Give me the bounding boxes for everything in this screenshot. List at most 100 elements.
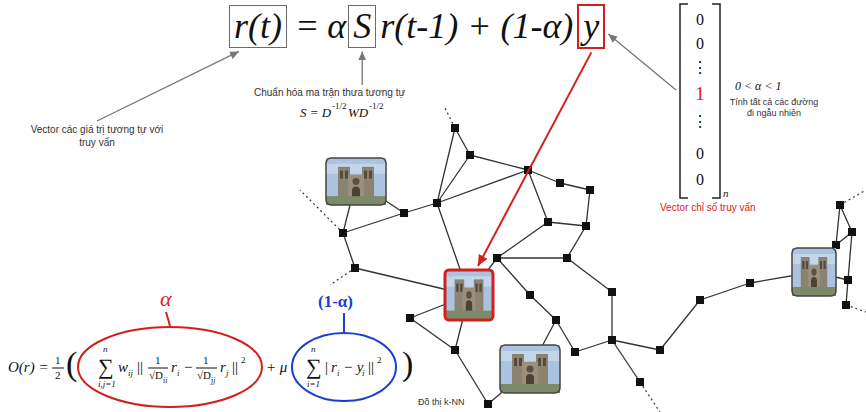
formula-term: ∑ bbox=[98, 356, 114, 378]
graph-edge bbox=[567, 258, 612, 292]
image-tiles bbox=[326, 158, 836, 393]
graph-edge bbox=[586, 190, 590, 226]
formula-symbol: y bbox=[583, 6, 599, 47]
graph-vertex bbox=[608, 288, 616, 296]
vector-entry: 0 bbox=[680, 12, 720, 28]
query-photo bbox=[445, 270, 493, 320]
formula-term: 1 bbox=[203, 355, 209, 366]
annotation: Vector chỉ số truy vấn bbox=[660, 203, 756, 213]
graph-edge bbox=[455, 350, 488, 404]
annotation: Tính tất cả các đường đi ngẫu nhiên bbox=[728, 97, 820, 120]
right-bracket bbox=[712, 4, 720, 198]
vector-brackets bbox=[680, 4, 720, 198]
alpha-ellipse bbox=[78, 327, 262, 407]
photo-frame bbox=[326, 158, 386, 205]
graph-edge bbox=[528, 170, 548, 222]
formula-term: ii bbox=[163, 377, 167, 385]
formula-term: || bbox=[137, 360, 143, 375]
vector-entry: 0 bbox=[680, 146, 720, 162]
formula-term: 1 bbox=[55, 355, 61, 366]
graph-edge bbox=[470, 155, 528, 170]
formula-term: 2 bbox=[241, 356, 246, 365]
graph-vertex bbox=[844, 276, 852, 284]
formula-term: − y bbox=[343, 360, 364, 375]
graph-vertex bbox=[696, 296, 704, 304]
graph-edge bbox=[343, 233, 355, 268]
formula-term: r bbox=[220, 360, 226, 375]
formula-term: √D bbox=[197, 370, 211, 381]
vector-size: n bbox=[723, 188, 729, 199]
fraction-bar bbox=[52, 368, 64, 369]
alpha-range: 0 < α < 1 bbox=[735, 80, 782, 92]
graph-edge bbox=[836, 205, 840, 245]
formula-symbol: S bbox=[353, 6, 371, 47]
formula-term: jj bbox=[211, 377, 215, 385]
graph-vertex bbox=[466, 151, 474, 159]
matrix-box: S bbox=[348, 5, 376, 48]
exponent: -1/2 bbox=[332, 102, 347, 111]
graph-edge bbox=[700, 283, 750, 300]
graph-edge bbox=[848, 232, 852, 280]
graph-vertex bbox=[746, 279, 754, 287]
weight-label: (1-α) bbox=[318, 293, 353, 310]
graph-vertex bbox=[339, 229, 347, 237]
formula-term: i bbox=[362, 369, 365, 378]
graph-edge-dotted bbox=[640, 382, 660, 412]
formula-term: ) bbox=[402, 347, 413, 381]
photo-tile bbox=[500, 345, 560, 393]
vector-entry: 0 bbox=[680, 36, 720, 52]
graph-vertex bbox=[842, 301, 850, 309]
graph-edge bbox=[612, 340, 640, 382]
annotation: Chuẩn hóa ma trận thưa tương tự bbox=[254, 88, 405, 98]
graph-vertex bbox=[406, 314, 414, 322]
knn-graph bbox=[300, 108, 866, 412]
leader-line bbox=[97, 51, 239, 121]
graph-vertex bbox=[586, 186, 594, 194]
graph-vertex bbox=[544, 218, 552, 226]
query-pointer bbox=[478, 52, 591, 266]
leader-line bbox=[362, 51, 363, 85]
formula-term: − bbox=[184, 360, 192, 375]
formula-term: i bbox=[337, 369, 340, 378]
formula-term: ∑ bbox=[306, 356, 322, 378]
graph-vertex bbox=[563, 254, 571, 262]
formula-term: ( bbox=[66, 347, 77, 381]
graph-edge bbox=[660, 300, 700, 350]
graph-edge bbox=[455, 128, 470, 155]
graph-vertex bbox=[493, 254, 501, 262]
graph-vertex bbox=[451, 346, 459, 354]
photo-tile bbox=[326, 158, 386, 205]
formula-term: ij bbox=[128, 369, 133, 378]
formula-term: α bbox=[327, 6, 346, 47]
graph-vertex bbox=[526, 291, 534, 299]
photo-tile bbox=[792, 248, 836, 296]
left-bracket bbox=[680, 4, 688, 198]
graph-edge bbox=[437, 128, 455, 203]
formula-term: √D bbox=[149, 370, 163, 381]
graph-edge bbox=[548, 222, 586, 226]
graph-vertex bbox=[351, 264, 359, 272]
one-minus-alpha-ellipse bbox=[292, 333, 396, 401]
alpha-pointer bbox=[166, 312, 170, 326]
graph-edge bbox=[560, 183, 590, 190]
graph-edge bbox=[611, 292, 612, 340]
formula-term: i bbox=[177, 369, 180, 378]
graph-vertex bbox=[636, 378, 644, 386]
graph-vertex bbox=[484, 400, 492, 408]
graph-vertex bbox=[656, 346, 664, 354]
graph-vertex bbox=[552, 316, 560, 324]
vector-entry: ⋮ bbox=[680, 114, 720, 130]
formula-term: WD bbox=[348, 106, 368, 119]
formula-term: r bbox=[331, 360, 337, 375]
formula-term: 2 bbox=[377, 356, 382, 365]
formula-term: = bbox=[295, 6, 319, 47]
weight-label: α bbox=[160, 288, 172, 310]
graph-vertex bbox=[608, 336, 616, 344]
query-frame bbox=[445, 270, 493, 320]
graph-edge bbox=[437, 155, 470, 203]
annotation: Vector các giá trị tương tự với truy vấn bbox=[22, 124, 172, 149]
formula-term: j bbox=[226, 369, 229, 378]
formula-term: i=1 bbox=[307, 380, 320, 389]
formula-term: 2 bbox=[55, 370, 61, 381]
